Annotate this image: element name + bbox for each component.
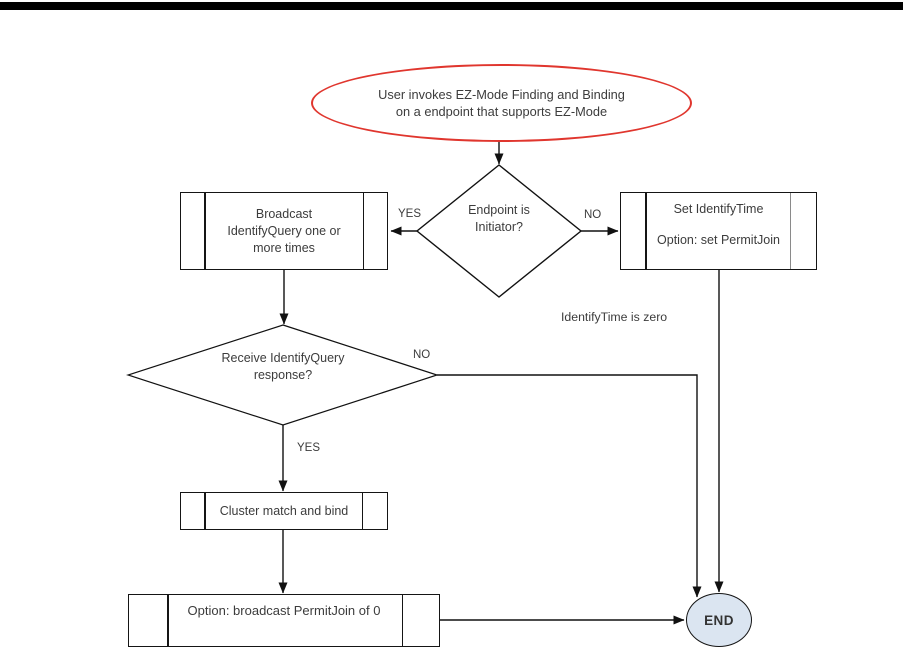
start-terminator: User invokes EZ-Mode Finding and Binding…	[311, 64, 692, 142]
start-text-line2: on a endpoint that supports EZ-Mode	[395, 104, 608, 119]
process-side-bar	[361, 493, 363, 529]
edge-label-initiator-no: NO	[584, 209, 602, 221]
annotation-identifytime-zero: IdentifyTime is zero	[561, 310, 668, 324]
process-side-bar	[401, 595, 403, 646]
setidentify-line1: Set IdentifyTime	[673, 202, 764, 216]
cluster-match-label: Cluster match and bind	[219, 503, 349, 518]
edge-label-receive-yes: YES	[297, 442, 321, 454]
edge-label-initiator-yes: YES	[398, 208, 422, 220]
decision-receive-identifyquery-shape	[126, 324, 439, 426]
decision-initiator-line1: Endpoint is	[468, 203, 530, 217]
broadcast-line3: more times	[253, 240, 315, 255]
decision-receive-line2: response?	[253, 367, 313, 382]
process-set-identifytime: Set IdentifyTime Option: set PermitJoin	[620, 192, 817, 270]
option-permitjoin-label: Option: broadcast PermitJoin of 0	[187, 603, 381, 618]
decision-receive-line1: Receive IdentifyQuery	[221, 351, 345, 365]
start-text-line1: User invokes EZ-Mode Finding and Binding	[378, 87, 625, 102]
end-terminator: END	[686, 593, 752, 647]
process-side-bar	[790, 193, 791, 269]
decision-initiator-line2: Initiator?	[475, 219, 523, 234]
arrow-receive-no-to-end	[437, 374, 702, 598]
process-side-bar	[362, 193, 364, 269]
decision-endpoint-initiator-shape	[415, 164, 583, 298]
process-side-bar	[204, 493, 206, 529]
process-side-bar	[167, 595, 169, 646]
process-cluster-match: Cluster match and bind	[180, 492, 388, 530]
decision-receive-identifyquery-label: Receive IdentifyQuery response?	[183, 350, 383, 383]
broadcast-line2: IdentifyQuery one or	[227, 223, 341, 238]
process-broadcast-identifyquery: Broadcast IdentifyQuery one or more time…	[180, 192, 388, 270]
page-top-border	[0, 2, 903, 10]
end-label: END	[704, 612, 734, 628]
process-side-bar	[204, 193, 206, 269]
decision-endpoint-initiator-label: Endpoint is Initiator?	[429, 202, 569, 235]
process-option-permitjoin: Option: broadcast PermitJoin of 0	[128, 594, 440, 647]
broadcast-line1: Broadcast	[255, 206, 313, 221]
process-side-bar	[645, 193, 647, 269]
setidentify-line2: Option: set PermitJoin	[657, 233, 780, 247]
edge-label-receive-no: NO	[413, 349, 431, 361]
